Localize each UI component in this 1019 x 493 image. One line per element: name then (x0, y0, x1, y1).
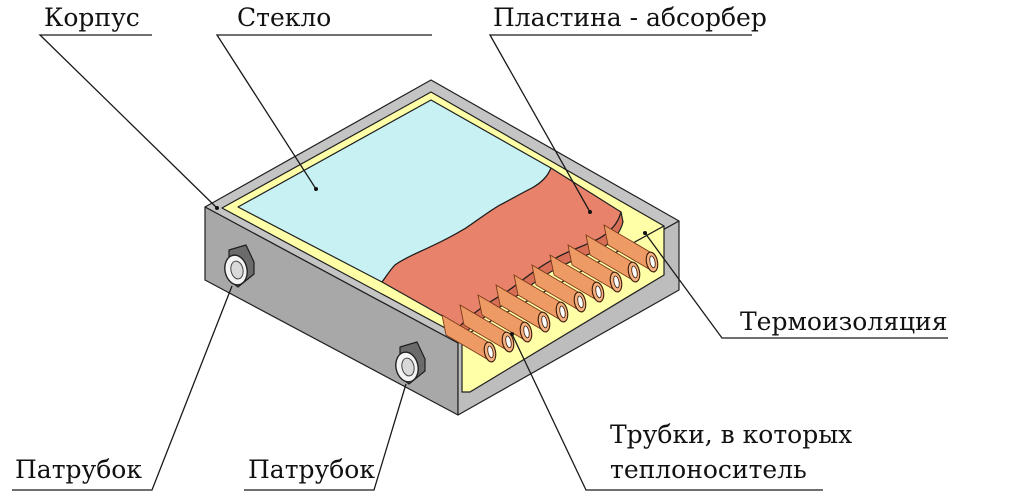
leader-trubki (511, 333, 823, 491)
tube-opening (487, 345, 494, 359)
tube-opening (559, 305, 566, 319)
leader-dot-korpus (215, 206, 219, 210)
label-patrubok-left: Патрубок (15, 455, 142, 484)
tube-opening (595, 285, 602, 299)
leader-dot-plastina (588, 210, 592, 214)
label-steklo: Стекло (237, 3, 331, 32)
tube-opening (631, 265, 638, 279)
heat-carrier-tubes (441, 224, 659, 363)
pipe-fitting-left (224, 244, 255, 288)
label-trubki-line2: теплоноситель (610, 455, 807, 484)
tube-opening (649, 255, 656, 269)
pipe-fitting-right (395, 341, 426, 385)
leader-dot-steklo (314, 187, 318, 191)
leader-steklo (215, 34, 432, 190)
tube-opening (523, 325, 530, 339)
label-trubki-line1: Трубки, в которых (610, 420, 852, 449)
leader-patrubok-left (12, 285, 233, 491)
tube-opening (505, 335, 512, 349)
label-termoizolyatsiya: Термоизоляция (740, 307, 947, 336)
tube-opening (577, 295, 584, 309)
label-korpus: Корпус (44, 3, 140, 32)
leader-korpus (38, 34, 218, 209)
leader-patrubok-right (244, 383, 407, 491)
pipe-fitting-hole (230, 260, 244, 280)
leader-dot-termoizolyatsiya (643, 231, 647, 235)
tube-opening (541, 315, 548, 329)
pipe-fitting-hole (401, 357, 415, 377)
label-plastina-absorber: Пластина - абсорбер (493, 3, 767, 32)
leader-dot-trubki (510, 332, 514, 336)
leader-termoizolyatsiya (644, 232, 948, 339)
leader-lines (12, 34, 948, 491)
leader-plastina (488, 34, 752, 213)
tube-opening (613, 275, 620, 289)
label-patrubok-right: Патрубок (248, 455, 375, 484)
